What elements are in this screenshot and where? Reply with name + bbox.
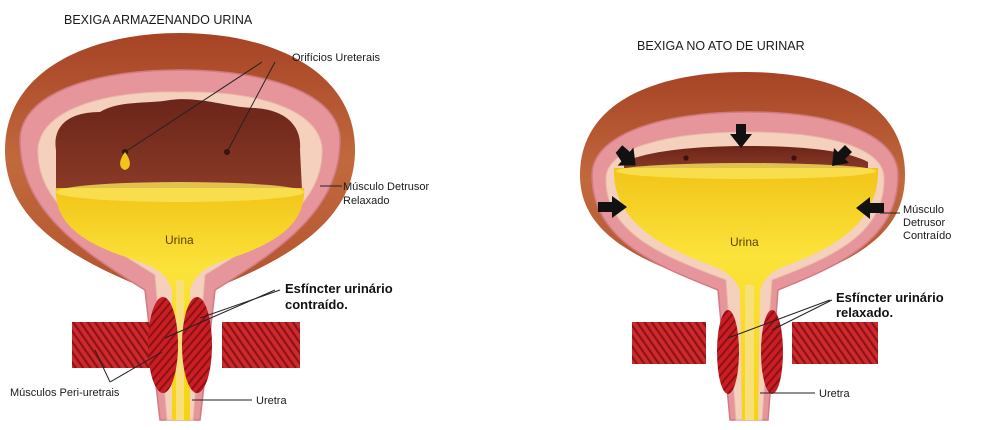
label-ureteral-orifices: Orifícios Ureterais xyxy=(292,52,381,64)
ureteral-orifice-dot xyxy=(683,155,688,160)
diagram-storing-urine: BEXIGA ARMAZENANDO URINA O xyxy=(5,13,430,420)
ureteral-orifice-dot xyxy=(791,155,796,160)
sphincter-left xyxy=(148,297,178,393)
label-urine: Urina xyxy=(730,235,759,249)
periurethral-muscle-left xyxy=(632,322,706,364)
periurethral-muscle-left xyxy=(72,322,158,368)
label-sphincter-line1: Esfíncter urinário xyxy=(285,281,393,296)
diagram-voiding: BEXIGA NO ATO DE URINAR xyxy=(580,39,951,420)
sphincter-right xyxy=(182,297,212,393)
diagram-title: BEXIGA NO ATO DE URINAR xyxy=(637,39,805,53)
label-detrusor-line3: Contraído xyxy=(903,230,951,242)
diagram-title: BEXIGA ARMAZENANDO URINA xyxy=(64,13,253,27)
label-sphincter-line1: Esfíncter urinário xyxy=(836,290,944,305)
bladder-cavity xyxy=(55,99,302,190)
label-urethra: Uretra xyxy=(819,388,850,400)
label-detrusor-line1: Músculo xyxy=(903,204,944,216)
label-periurethral-muscles: Músculos Peri-uretrais xyxy=(10,387,120,399)
urine-surface xyxy=(616,163,876,179)
label-urine: Urina xyxy=(165,233,194,247)
urine-surface xyxy=(56,182,304,202)
sphincter-right xyxy=(761,310,783,394)
label-detrusor-line2: Detrusor xyxy=(903,217,946,229)
label-sphincter-line2: relaxado. xyxy=(836,305,893,320)
label-detrusor-line2: Relaxado xyxy=(343,195,389,207)
label-detrusor-line1: Músculo Detrusor xyxy=(343,181,430,193)
periurethral-muscle-right xyxy=(222,322,300,368)
label-sphincter-line2: contraído. xyxy=(285,297,348,312)
urethra-channel xyxy=(745,285,754,420)
periurethral-muscle-right xyxy=(792,322,878,364)
label-urethra: Uretra xyxy=(256,395,287,407)
sphincter-left xyxy=(717,310,739,394)
